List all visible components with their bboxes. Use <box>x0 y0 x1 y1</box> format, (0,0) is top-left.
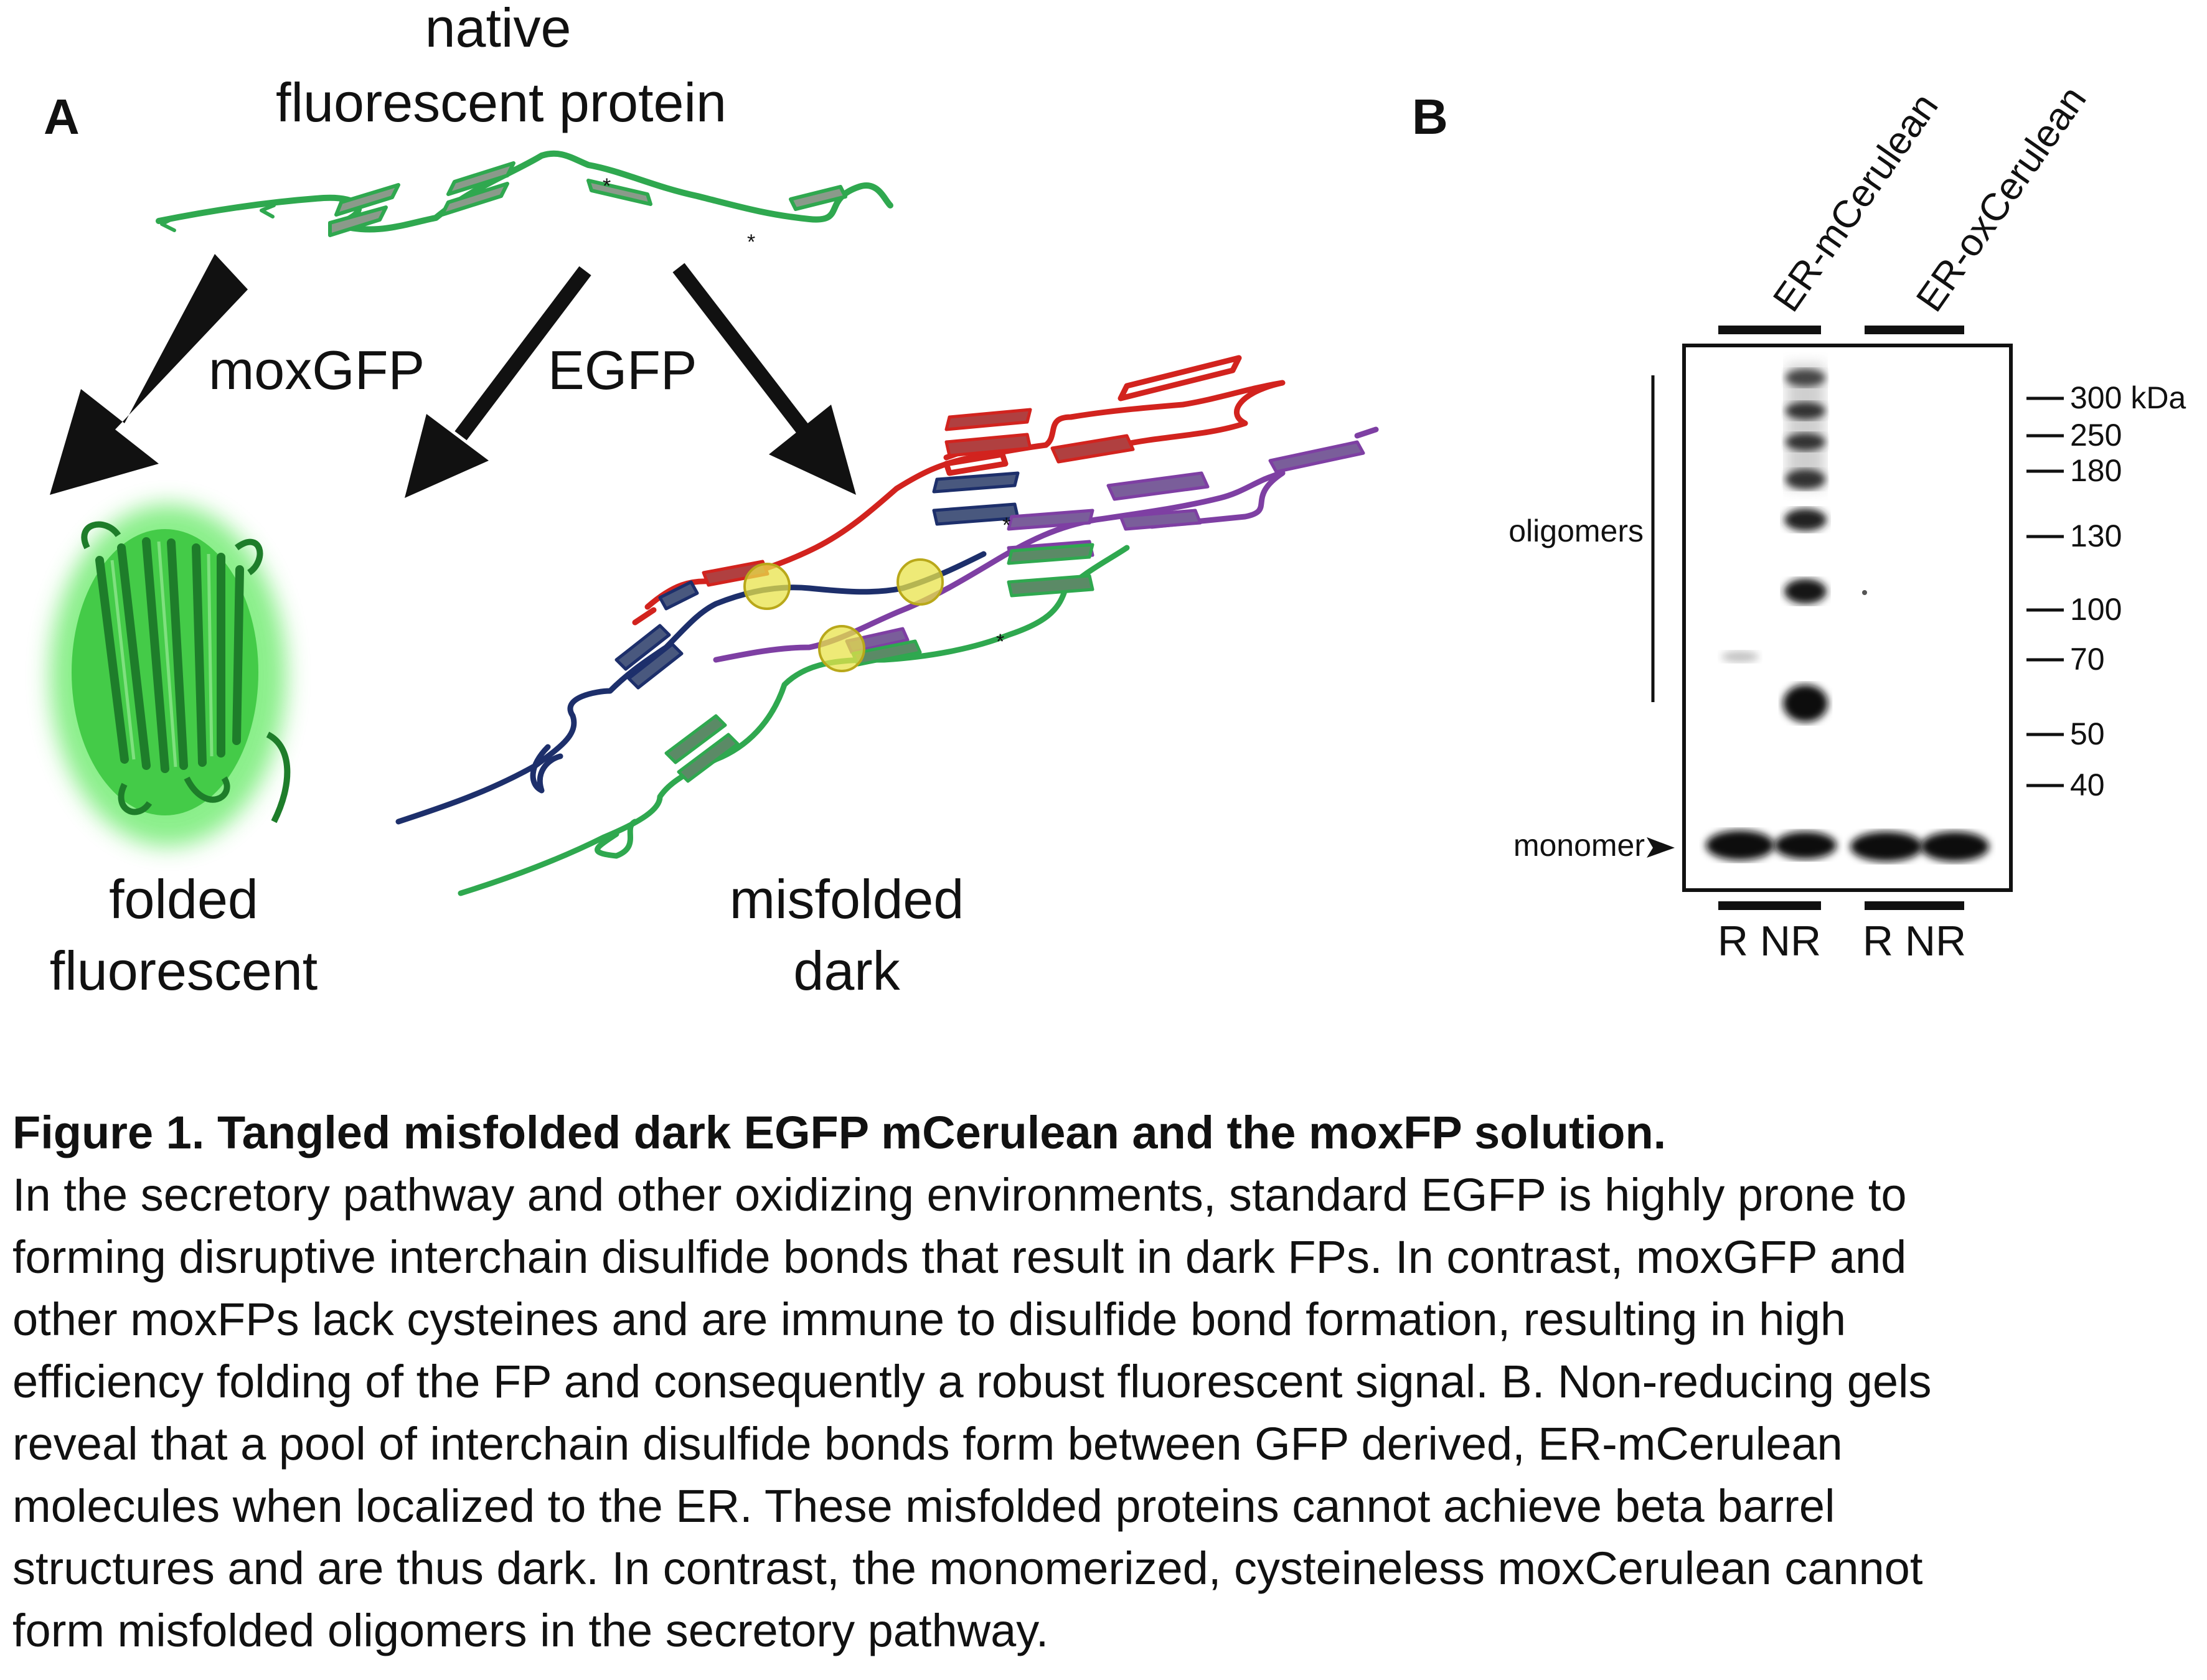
marker-250: 250 <box>2070 418 2122 453</box>
caption-line: efficiency folding of the FP and consequ… <box>12 1356 1932 1407</box>
monomer-arrowhead <box>1647 837 1675 858</box>
caption-line: structures and are thus dark. In contras… <box>12 1542 1923 1594</box>
band-nr-180 <box>1786 469 1825 489</box>
panel-a-label: A <box>44 89 80 144</box>
marker-100: 100 <box>2070 592 2122 627</box>
moxgfp-label: moxGFP <box>209 339 425 401</box>
disulfide-bonds <box>743 558 944 672</box>
caption-line: molecules when localized to the ER. Thes… <box>12 1480 1835 1532</box>
oligomers-label: oligomers <box>1508 514 1644 548</box>
monomer-label: monomer <box>1513 828 1645 863</box>
band-nr-130 <box>1784 509 1827 531</box>
lanes-label-1: R NR <box>1718 917 1821 965</box>
folded-label-line2: fluorescent <box>50 940 318 1002</box>
band-nr-200 <box>1786 433 1825 451</box>
misfolded-label-line2: dark <box>793 940 900 1002</box>
band-r-70-faint <box>1721 651 1759 662</box>
lane-group-2-bar <box>1865 326 1964 334</box>
gel-blot <box>1682 344 2013 892</box>
lane-group-1-bar <box>1718 326 1821 334</box>
figure-1: A native fluorescent protein * * moxGFP … <box>44 0 2186 1002</box>
svg-text:*: * <box>1002 514 1010 537</box>
arrow-egfp-left <box>454 266 591 441</box>
lane-bottom-bar-1 <box>1718 901 1821 910</box>
caption-line: form misfolded oligomers in the secretor… <box>12 1605 1049 1656</box>
egfp-label: EGFP <box>548 339 697 401</box>
native-label-line1: native <box>425 0 572 59</box>
panel-b: B ER-mCerulean ER-oxCerulean <box>1412 78 2186 965</box>
red-chain <box>644 380 1286 610</box>
band-nr-300 <box>1786 369 1825 387</box>
marker-300: 300 kDa <box>2070 380 2186 415</box>
band-nr-100 <box>1784 579 1827 604</box>
native-label-line2: fluorescent protein <box>276 72 727 133</box>
caption-line: reveal that a pool of interchain disulfi… <box>12 1418 1843 1470</box>
panel-b-label: B <box>1412 89 1448 144</box>
marker-130: 130 <box>2070 519 2122 553</box>
folded-fluorescent-barrel <box>50 504 291 847</box>
svg-text:*: * <box>747 230 755 254</box>
svg-text:*: * <box>603 174 611 198</box>
caption-line: In the secretory pathway and other oxidi… <box>12 1169 1907 1221</box>
monomer-band-2 <box>1774 832 1837 859</box>
disulfide-bond-1 <box>743 563 791 610</box>
monomer-band-4 <box>1921 832 1989 861</box>
monomer-band-1 <box>1706 830 1774 860</box>
size-markers: 300 kDa 250 180 130 100 70 50 40 <box>2026 380 2186 802</box>
folded-label-line1: folded <box>109 868 258 930</box>
lane-bottom-bar-2 <box>1865 901 1964 910</box>
marker-70: 70 <box>2070 642 2105 677</box>
misfolded-tangle: * * <box>395 355 1379 896</box>
caption-line: other moxFPs lack cysteines and are immu… <box>12 1293 1847 1345</box>
green-chain <box>458 545 1130 896</box>
lanes-label-2: R NR <box>1863 917 1966 965</box>
arrow-egfp-right-head <box>769 405 856 495</box>
caption-line: forming disruptive interchain disulfide … <box>12 1231 1907 1283</box>
caption-body: In the secretory pathway and other oxidi… <box>12 1164 2198 1662</box>
disulfide-bond-3 <box>818 625 865 672</box>
band-nr-250 <box>1786 402 1825 420</box>
marker-180: 180 <box>2070 453 2122 488</box>
native-protein-chain: * * <box>156 150 893 254</box>
marker-50: 50 <box>2070 716 2105 751</box>
band-nr-55 <box>1783 685 1828 722</box>
arrow-moxgfp <box>50 254 248 495</box>
monomer-band-3 <box>1850 832 1922 861</box>
disulfide-bond-2 <box>896 558 944 606</box>
svg-text:*: * <box>996 630 1004 654</box>
gel-bands <box>1706 364 1989 861</box>
arrow-egfp-right <box>672 263 809 434</box>
misfolded-label-line1: misfolded <box>730 868 964 930</box>
arrow-egfp-left-head <box>405 414 489 498</box>
panel-a: A native fluorescent protein * * moxGFP … <box>44 0 1379 1002</box>
marker-40: 40 <box>2070 767 2105 802</box>
figure-caption: Figure 1. Tangled misfolded dark EGFP mC… <box>12 1102 2198 1662</box>
caption-title: Figure 1. Tangled misfolded dark EGFP mC… <box>12 1107 1667 1158</box>
